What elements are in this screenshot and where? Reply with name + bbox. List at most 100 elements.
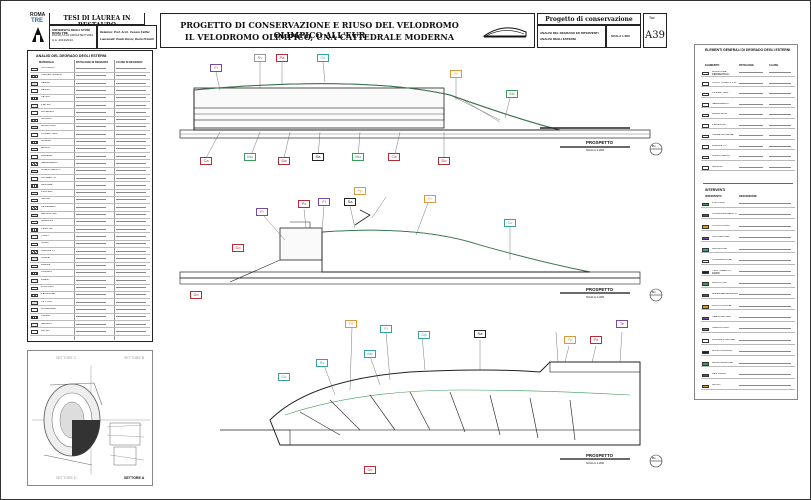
legend-row-text xyxy=(739,271,791,273)
legend-row-label: RAMPE xyxy=(41,264,51,267)
legend-swatch xyxy=(702,103,709,107)
legend-swatch xyxy=(31,155,38,159)
legend-swatch xyxy=(702,82,709,86)
legend-row-text xyxy=(76,97,106,98)
legend-row-label: PENSILINE xyxy=(41,293,55,296)
legend-row-text xyxy=(76,206,106,208)
legend-row-text xyxy=(116,221,146,222)
legend-swatch xyxy=(31,250,38,254)
legend-row-text xyxy=(769,72,791,73)
legend-row-label: TRAVI xyxy=(41,234,49,237)
legend-row: IMPIANTI xyxy=(701,165,795,172)
keyplan-label-a: SETTORE A xyxy=(124,476,145,480)
legend-row-text xyxy=(116,257,146,259)
legend-row-text xyxy=(116,68,146,69)
legend-swatch xyxy=(31,125,38,130)
legend-row-label: STRUTTURE IN C.A. xyxy=(712,81,737,84)
legend-row-text xyxy=(76,68,106,69)
legend-row-label: PROTEZIONE xyxy=(712,236,729,239)
logo-top: ROMA xyxy=(30,12,46,18)
legend-swatch xyxy=(31,242,38,247)
legend-row-label: GRADONI xyxy=(41,220,54,223)
legend-row: TRAVI xyxy=(30,234,150,241)
legend-swatch xyxy=(31,308,38,312)
main-title-line-2: IL VELODROMO OLIMPICO, UNA CATTEDRALE MO… xyxy=(184,32,455,42)
legend-row-text xyxy=(76,301,106,303)
legend-row: SIGILLATURA xyxy=(701,326,795,334)
legend-row-label: RIMOZIONE xyxy=(712,247,727,250)
legend-row-text xyxy=(116,323,146,325)
legend-row: FERRO xyxy=(30,81,150,88)
legend-row-text xyxy=(739,135,763,136)
legend-swatch xyxy=(702,305,709,309)
legend-row-text xyxy=(769,114,791,115)
legend-swatch xyxy=(31,104,38,108)
legend-row: PULITURA xyxy=(701,201,795,208)
legend-swatch xyxy=(31,323,38,327)
legend-row: GRADONI xyxy=(30,219,150,227)
prospetto-caption-3: PROSPETTO xyxy=(586,453,613,458)
right-col-header-2a: INTERVENTO xyxy=(705,195,722,198)
tag-e3-top-9: Te xyxy=(616,320,628,328)
scale-box: SCALA 1:200 xyxy=(606,25,641,48)
legend-row: INFISSI xyxy=(30,197,150,205)
legend-row-text xyxy=(76,323,106,325)
legend-row-text xyxy=(76,199,106,201)
legend-row-text xyxy=(76,111,106,113)
tag-e1-top-5: Fr xyxy=(450,70,462,78)
legend-row-label: LAMIERA xyxy=(41,154,53,157)
legend-swatch xyxy=(31,235,38,239)
legend-row-label: MANUTENZIONE xyxy=(712,361,733,364)
legend-row: PENSILINE xyxy=(30,292,150,300)
legend-row: COPERTURA xyxy=(701,91,795,98)
col-header-patologie: PATOLOGIE DI DEGRADO xyxy=(76,61,109,64)
legend-row-text xyxy=(739,166,763,168)
tag-e1-bot-4: Sa xyxy=(312,153,324,161)
legend-swatch xyxy=(31,257,38,261)
tag-e1-bot-7: Do xyxy=(438,157,450,165)
legend-row-text xyxy=(739,124,763,126)
legend-row-text xyxy=(116,265,146,266)
legend-swatch xyxy=(31,198,38,203)
legend-row: TRATTAMENTO FERRI xyxy=(701,269,795,277)
legend-row-text xyxy=(76,170,106,171)
legend-row-text xyxy=(739,282,791,284)
legend-row-text xyxy=(116,162,146,164)
legend-row-text xyxy=(116,301,146,303)
legend-swatch xyxy=(31,89,38,93)
legend-row: LUCERNARI xyxy=(30,307,150,314)
legend-row-text xyxy=(739,385,791,387)
legend-swatch xyxy=(702,327,709,332)
legend-row-text xyxy=(116,330,146,332)
legend-row-label: RESTAURO xyxy=(712,373,727,375)
legend-row-text xyxy=(76,265,106,266)
legend-swatch xyxy=(31,279,38,283)
legend-row-text xyxy=(769,156,791,157)
legend-swatch xyxy=(702,134,709,138)
tag-e1-top-1: Fi xyxy=(210,64,222,72)
legend-row-text xyxy=(116,141,146,142)
prospetto-scale-1: SCALA 1:200 xyxy=(586,148,605,152)
tag-e3-top-2: Sv xyxy=(316,359,328,367)
legend-swatch xyxy=(31,162,38,166)
tag-e1-bot-1: Ca xyxy=(200,157,212,165)
legend-swatch xyxy=(702,155,709,159)
legend-row-label: RIVESTIMENTI xyxy=(712,155,731,157)
legend-row-text xyxy=(76,119,106,120)
legend-row: VETRO xyxy=(30,95,150,103)
tag-e3-top-5: Sa xyxy=(474,330,486,338)
legend-row-label: GUAINA xyxy=(41,140,51,142)
university-line-1: UNIVERSITÀ DEGLI STUDI ROMA TRE xyxy=(52,28,91,36)
legend-row: MANUTENZIONE xyxy=(701,361,795,368)
legend-row: GRADINATE xyxy=(701,112,795,119)
legend-swatch xyxy=(702,339,709,343)
legend-row-text xyxy=(76,330,106,332)
legend-row-text xyxy=(76,235,106,237)
legend-row-label: LEGNO xyxy=(41,88,51,91)
right-panel-divider xyxy=(703,183,793,184)
legend-row: BALAUSTRA xyxy=(30,212,150,219)
tag-e3-top-3: Fi xyxy=(380,325,392,333)
degrado-table: ANALISI DEL DEGRADO DEGLI ESTERNI MATERI… xyxy=(27,50,153,342)
legend-row-text xyxy=(76,316,106,317)
legend-row: SOSTITUZIONE xyxy=(701,304,795,311)
